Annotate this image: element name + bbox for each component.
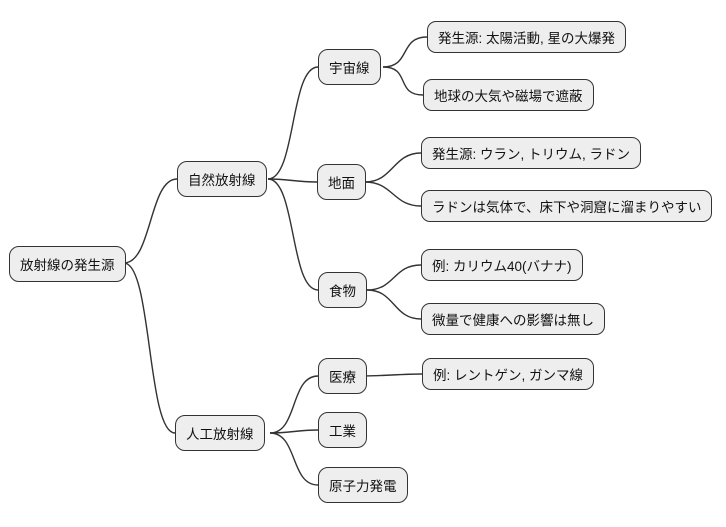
connector-natural-food	[267, 178, 319, 291]
node-root: 放射線の発生源	[9, 246, 126, 282]
node-nuclear-power: 原子力発電	[318, 467, 408, 503]
node-industry: 工業	[318, 412, 367, 448]
connector-natural-cosmic	[267, 66, 319, 180]
connector-root-natural	[123, 178, 178, 264]
node-ground-radon-note: ラドンは気体で、床下や洞窟に溜まりやすい	[421, 190, 713, 222]
connector-cosmic-shield	[382, 66, 424, 96]
node-food-health-note: 微量で健康への影響は無し	[421, 303, 605, 335]
connector-natural-ground	[267, 178, 318, 183]
node-food-example: 例: カリウム40(バナナ)	[421, 249, 583, 281]
connector-artificial-industry	[269, 429, 319, 434]
node-ground-source: 発生源: ウラン, トリウム, ラドン	[421, 137, 642, 169]
connector-ground-source	[364, 152, 422, 183]
node-cosmic-shielding: 地球の大気や磁場で遮蔽	[423, 79, 594, 111]
connector-artificial-medical	[269, 375, 319, 434]
connector-root-artificial	[123, 262, 176, 434]
connector-food-example	[366, 264, 422, 291]
node-cosmic-source: 発生源: 太陽活動, 星の大爆発	[427, 21, 627, 53]
connector-cosmic-source	[382, 36, 428, 68]
node-artificial-radiation: 人工放射線	[175, 415, 265, 451]
node-natural-radiation: 自然放射線	[177, 161, 267, 197]
connector-medical-example	[361, 373, 423, 377]
connector-ground-radon	[364, 181, 422, 207]
node-medical: 医療	[318, 358, 367, 394]
node-cosmic-rays: 宇宙線	[318, 49, 381, 85]
node-food: 食物	[318, 272, 367, 308]
connector-food-health	[366, 289, 422, 320]
node-ground: 地面	[317, 164, 366, 200]
connector-artificial-nuclear	[269, 432, 319, 486]
node-medical-example: 例: レントゲン, ガンマ線	[422, 358, 595, 390]
